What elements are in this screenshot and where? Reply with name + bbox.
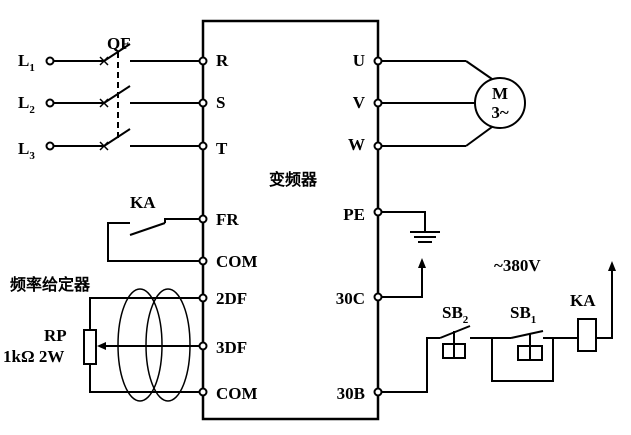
terminal-dots — [198, 56, 383, 397]
ka-contact-label: KA — [130, 193, 156, 212]
breaker-label: QF — [107, 34, 131, 53]
ground-symbol — [378, 211, 440, 243]
terminal-w-label: W — [348, 135, 365, 154]
control-circuit: ~380V SB2 SB1 KA — [378, 256, 616, 393]
inverter-box: 变频器 — [201, 19, 380, 421]
terminal-pe-label: PE — [343, 205, 365, 224]
inverter-title: 变频器 — [269, 170, 318, 189]
terminal-com1-label: COM — [216, 252, 258, 271]
svg-text:L1: L1 — [18, 51, 35, 74]
supply-lines: L1 L2 L3 QF — [18, 34, 203, 162]
svg-text:L3: L3 — [18, 139, 35, 162]
motor-spec: 3~ — [491, 103, 509, 122]
right-terminal-labels: U V W PE 30C 30B — [336, 51, 366, 403]
terminal-30b-label: 30B — [337, 384, 365, 403]
left-terminal-labels: R S T FR COM 2DF 3DF COM — [216, 51, 258, 403]
rp-label: RP — [44, 326, 67, 345]
motor: M 3~ — [378, 60, 526, 147]
terminal-s-label: S — [216, 93, 225, 112]
terminal-u-label: U — [353, 51, 365, 70]
svg-text:SB1: SB1 — [510, 303, 536, 326]
frequency-setter: 频率给定器 RP 1kΩ 2W — [3, 275, 203, 402]
terminal-fr-label: FR — [216, 210, 239, 229]
ka-contact: KA — [107, 193, 203, 262]
terminal-v-label: V — [353, 93, 366, 112]
terminal-r-label: R — [216, 51, 229, 70]
rp-rating: 1kΩ 2W — [3, 347, 64, 366]
motor-name: M — [492, 84, 508, 103]
terminal-t-label: T — [216, 139, 228, 158]
terminal-com2-label: COM — [216, 384, 258, 403]
terminal-30c-label: 30C — [336, 289, 365, 308]
ka-coil-label: KA — [570, 291, 596, 310]
svg-text:SB2: SB2 — [442, 303, 469, 326]
terminal-3df-label: 3DF — [216, 338, 247, 357]
freq-setter-title: 频率给定器 — [10, 275, 91, 294]
terminal-2df-label: 2DF — [216, 289, 247, 308]
svg-text:L2: L2 — [18, 93, 35, 116]
supply-voltage: ~380V — [494, 256, 541, 275]
